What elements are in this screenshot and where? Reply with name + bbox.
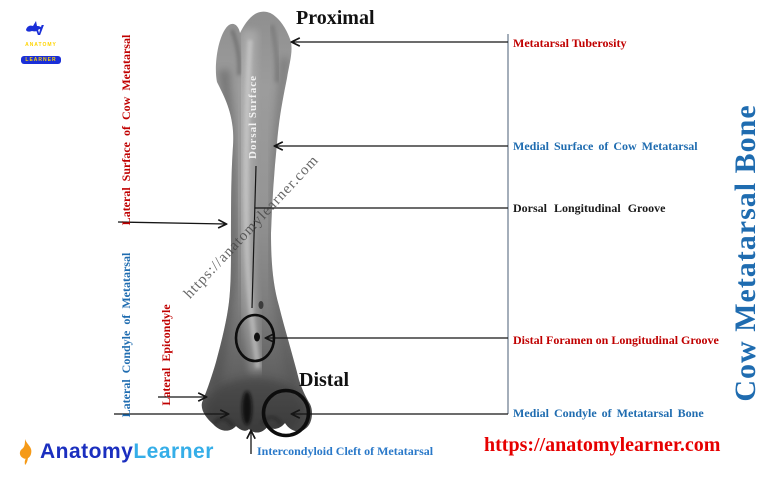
distal-foramen-dot [254, 332, 260, 342]
top-logo-anatomy-text: ANATOMY [25, 42, 57, 48]
medial-condyle-label: Medial Condyle of Metatarsal Bone [513, 406, 704, 420]
proximal-label: Proximal [296, 7, 375, 29]
distal-foramen-label: Distal Foramen on Longitudinal Groove [513, 333, 719, 347]
lateral-condyle-label: Lateral Condyle of Metatarsal [119, 252, 133, 418]
logo-v-mark: V [34, 22, 45, 39]
flame-figure-icon [19, 439, 32, 465]
distal-label: Distal [299, 369, 349, 391]
dorsal-surface-label: Dorsal Surface [247, 75, 259, 159]
top-logo: V ANATOMY LEARNER [18, 18, 64, 66]
brand-learner-text: Learner [133, 440, 214, 463]
lateral-surface-label: Lateral Surface of Cow Metatarsal [119, 34, 133, 226]
intercondyloid-cleft-shadow [242, 391, 252, 425]
dorsal-groove-label: Dorsal Longitudinal Groove [513, 201, 666, 215]
top-logo-learner-badge: LEARNER [21, 56, 61, 64]
page-title: Cow Metatarsal Bone [729, 104, 762, 402]
metatarsal-tuberosity-label: Metatarsal Tuberosity [513, 36, 627, 50]
brand-anatomy-text: Anatomy [40, 440, 134, 463]
leaping-animal-icon [26, 21, 42, 32]
intercondyloid-cleft-label: Intercondyloid Cleft of Metatarsal [257, 444, 434, 458]
medial-surface-label: Medial Surface of Cow Metatarsal [513, 139, 698, 153]
site-url-link[interactable]: https://anatomylearner.com [484, 434, 721, 456]
